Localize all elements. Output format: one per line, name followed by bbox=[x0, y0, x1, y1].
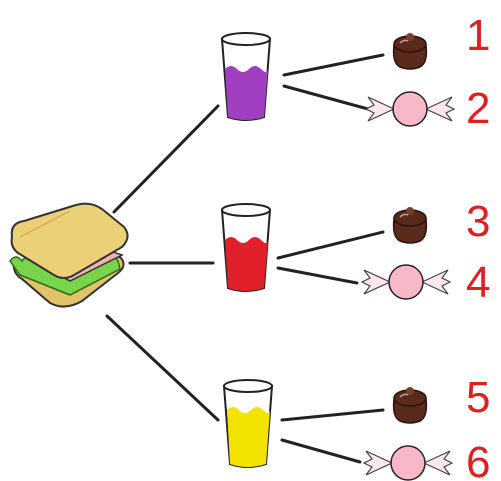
cup-liquid bbox=[225, 237, 268, 291]
cup-icon bbox=[220, 32, 272, 121]
sandwich-icon bbox=[9, 202, 129, 308]
connector-lines bbox=[105, 53, 385, 464]
connector-line bbox=[282, 84, 370, 111]
connector-line bbox=[105, 314, 220, 422]
cup-liquid bbox=[225, 66, 268, 120]
cup-icon bbox=[220, 203, 272, 292]
outcome-number-1: 1 bbox=[466, 11, 490, 60]
connector-line bbox=[276, 230, 385, 260]
chocolate-icon bbox=[392, 207, 428, 244]
connector-line bbox=[282, 53, 385, 77]
outcome-number-4: 4 bbox=[466, 258, 490, 307]
outcome-number-2: 2 bbox=[466, 84, 490, 133]
candy-icon bbox=[360, 264, 452, 300]
outcome-number-5: 5 bbox=[466, 373, 490, 422]
connector-line bbox=[280, 408, 385, 422]
connector-line bbox=[280, 438, 362, 464]
cup-liquid bbox=[227, 407, 270, 467]
chocolate-icon bbox=[392, 33, 428, 70]
outcome-number-6: 6 bbox=[466, 438, 490, 481]
candy-icon bbox=[364, 91, 456, 127]
cup-icon bbox=[222, 379, 274, 468]
outcome-number-3: 3 bbox=[466, 197, 490, 246]
candy-icon bbox=[362, 445, 454, 481]
connector-line bbox=[276, 266, 359, 285]
connector-line bbox=[112, 104, 220, 214]
chocolate-icon bbox=[392, 387, 428, 424]
